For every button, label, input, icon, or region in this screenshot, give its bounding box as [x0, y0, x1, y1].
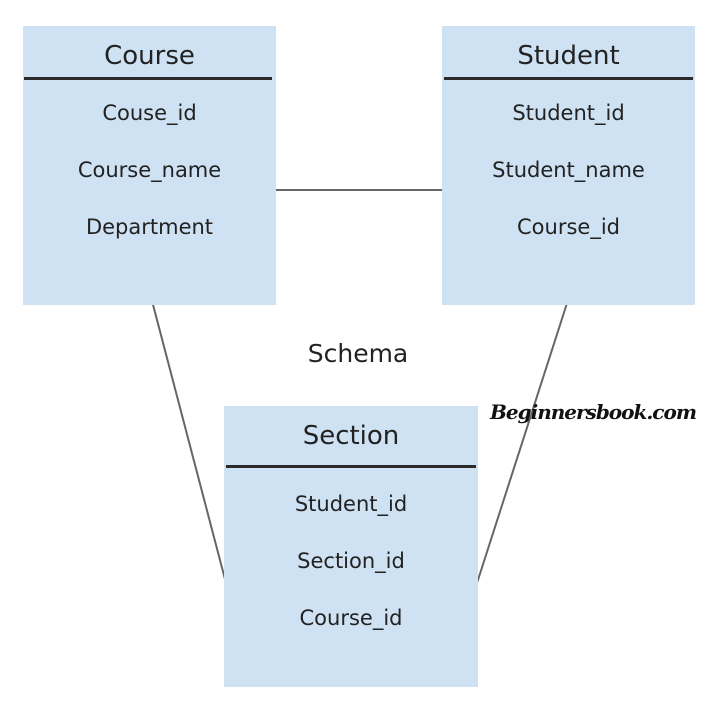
entity-student-divider — [444, 77, 693, 80]
entity-section-title: Section — [302, 421, 400, 451]
connector-course-section — [150, 296, 227, 584]
attribute-student-id: Student_id — [294, 492, 408, 516]
attribute-student-id: Student_id — [512, 101, 625, 125]
attribute-couse-id: Couse_id — [102, 101, 197, 125]
attribute-department: Department — [85, 215, 214, 239]
entity-section: Section Student_id Section_id Course_id — [224, 406, 478, 687]
entity-section-attributes: Student_id Section_id Course_id — [224, 489, 478, 660]
entity-course-attributes: Couse_id Course_name Department — [23, 98, 276, 269]
entity-course-title: Course — [104, 41, 195, 71]
entity-student-title: Student — [517, 41, 620, 71]
entity-student-attributes: Student_id Student_name Course_id — [442, 98, 695, 269]
attribute-section-id: Section_id — [297, 549, 405, 573]
attribute-student-name: Student_name — [492, 158, 645, 182]
entity-section-divider — [226, 465, 476, 468]
connector-student-section — [476, 296, 570, 584]
attribute-course-id: Course_id — [517, 215, 620, 239]
entity-course-divider — [24, 77, 272, 80]
attribute-course-name: Course_name — [77, 158, 222, 182]
attribute-course-id: Course_id — [299, 606, 403, 630]
entity-course: Course Couse_id Course_name Department — [23, 26, 276, 305]
schema-label: Schema — [307, 339, 409, 368]
watermark-logo: Beginnersbook.com — [490, 400, 697, 424]
entity-student: Student Student_id Student_name Course_i… — [442, 26, 695, 305]
